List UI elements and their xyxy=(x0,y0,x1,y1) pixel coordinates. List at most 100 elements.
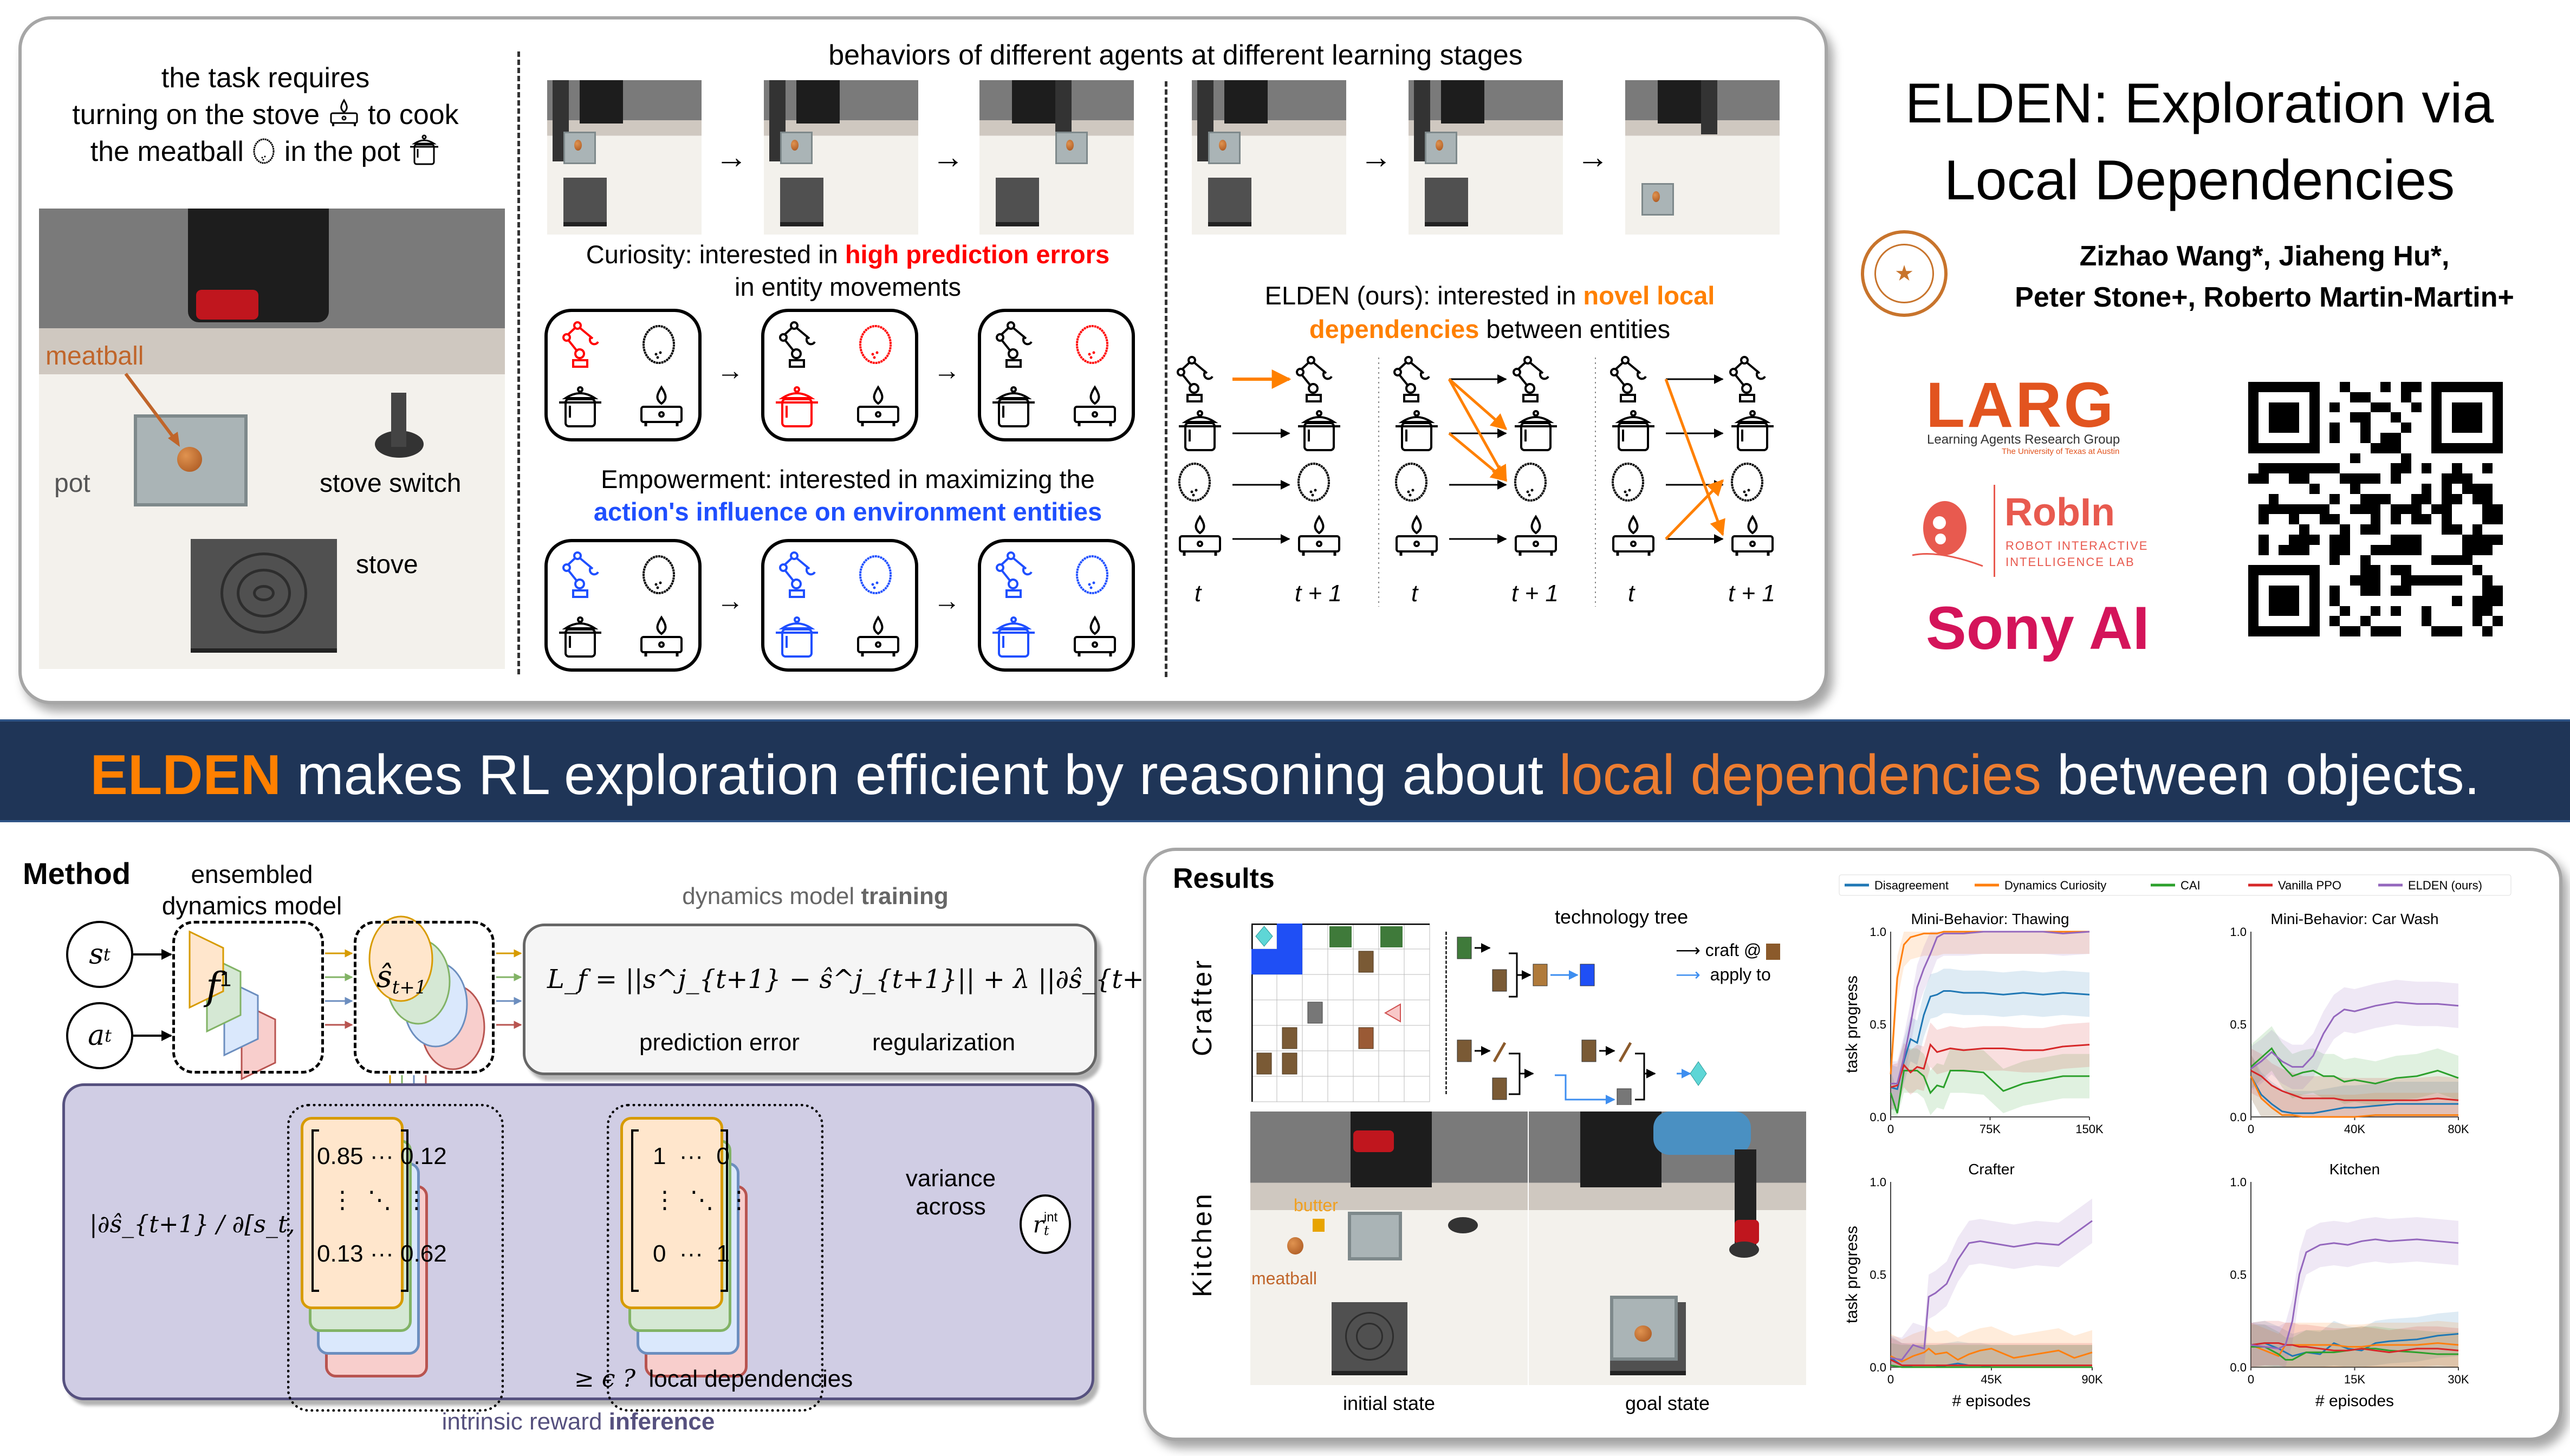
robot-gripper xyxy=(196,290,258,320)
pot-icon xyxy=(556,385,605,431)
authors-line1: Zizhao Wang*, Jiaheng Hu*, xyxy=(2079,240,2450,272)
agents-divider xyxy=(1165,81,1167,677)
stove-switch-image xyxy=(1729,1242,1759,1258)
ut-austin-seal-logo: ★ xyxy=(1861,230,1948,317)
craft-legend: ⟶ craft @ xyxy=(1676,940,1781,960)
crafting-table-tile xyxy=(1358,1027,1374,1049)
series-band xyxy=(1891,1326,2092,1367)
matrix1-row3: 0.13 ··· 0.62 xyxy=(317,1240,447,1267)
goal-state-label: goal state xyxy=(1625,1392,1710,1414)
player-agent-icon[interactable] xyxy=(1384,1003,1401,1023)
meatball-icon xyxy=(1731,463,1763,502)
robin-logo: RobIn ROBOT INTERACTIVE INTELLIGENCE LAB xyxy=(1907,485,2162,582)
x-tick-label: 150K xyxy=(2075,1122,2104,1136)
stone-icon xyxy=(1617,1088,1632,1105)
crafter-row-label: Crafter xyxy=(1187,958,1217,1056)
y-tick-label: 0.0 xyxy=(1870,1361,1886,1374)
time-t-label: t xyxy=(1411,580,1419,607)
tree-tile xyxy=(1282,1052,1297,1075)
kitchen-initial-state-image: butter meatball xyxy=(1250,1112,1528,1385)
stove-icon xyxy=(1396,515,1438,556)
kitchen-goal-state-image xyxy=(1529,1112,1806,1385)
time-t-label: t xyxy=(1195,580,1202,607)
water-tile xyxy=(1251,949,1277,974)
stove-icon xyxy=(1612,515,1654,556)
series-line-vanilla-ppo xyxy=(1890,1358,2092,1367)
series-line-cai xyxy=(2251,1346,2458,1361)
x-tick-label: 0 xyxy=(2248,1373,2254,1386)
inference-label-bold: inference xyxy=(608,1408,715,1435)
robot-arm-icon xyxy=(778,550,821,602)
robot-arm-image xyxy=(1653,1112,1751,1155)
butter-image xyxy=(1313,1219,1325,1232)
elden-highlight-2: dependencies xyxy=(1309,315,1479,343)
reward-superscript: int xyxy=(1043,1210,1058,1225)
series-band xyxy=(1891,1198,2092,1367)
x-tick-label: 0 xyxy=(2248,1122,2254,1136)
entity-state-box xyxy=(761,309,918,441)
crafting-table-icon xyxy=(1766,943,1781,960)
key-message-highlight: local dependencies xyxy=(1559,744,2042,807)
matrix1-dots: ⋮ ⋱ ⋮ xyxy=(330,1187,429,1213)
stove-switch-image xyxy=(1448,1217,1478,1233)
pot-icon xyxy=(408,134,440,167)
training-label: dynamics model training xyxy=(525,883,1105,910)
key-message-text-1: makes RL exploration efficient by reason… xyxy=(281,744,1559,807)
pot-image xyxy=(1348,1212,1402,1260)
next-stage-arrow-icon: → xyxy=(933,355,960,386)
time-t1-label: t + 1 xyxy=(1295,580,1342,607)
y-axis-label: task progress xyxy=(1843,976,1861,1073)
stove-icon xyxy=(1070,615,1119,661)
stove-icon xyxy=(854,385,903,431)
qr-code[interactable] xyxy=(2248,382,2503,636)
robot-arm-icon xyxy=(1610,356,1647,402)
meatball-icon xyxy=(856,553,894,599)
crafter-map-image xyxy=(1251,924,1430,1102)
legend-entry: Dynamics Curiosity xyxy=(2004,879,2106,892)
apply-legend-label: apply to xyxy=(1710,965,1771,984)
task-line-2a: turning on the stove xyxy=(72,99,320,131)
kitchen-scene-image: meatball pot stove switch stove xyxy=(39,209,505,669)
local-dependency-arrow xyxy=(1448,378,1508,430)
variance-label-1: variance xyxy=(905,1165,996,1192)
matrix2-dots: ⋮ ⋱ ⋮ xyxy=(653,1187,751,1213)
kitchen-row-label: Kitchen xyxy=(1187,1192,1217,1297)
time-t-label: t xyxy=(1628,580,1636,607)
key-message-text-2: between objects. xyxy=(2041,744,2480,807)
y-tick-label: 1.0 xyxy=(2230,1175,2247,1189)
series-line-disagreement xyxy=(1890,990,2090,1090)
shat-subscript: t+1 xyxy=(392,977,427,999)
pot-label: pot xyxy=(54,469,90,498)
reward-subscript: t xyxy=(1043,1223,1049,1238)
robot-arm-icon xyxy=(1177,356,1213,402)
empowerment-caption-line1: Empowerment: interested in maximizing th… xyxy=(601,465,1095,493)
meatball-icon xyxy=(1395,463,1427,502)
x-tick-label: 0 xyxy=(1887,1122,1894,1136)
x-tick-label: 0 xyxy=(1887,1373,1894,1386)
wood-icon xyxy=(1581,1039,1596,1062)
authors: Zizhao Wang*, Jiaheng Hu*, Peter Stone+,… xyxy=(1961,236,2568,318)
larg-subtitle-2: The University of Texas at Austin xyxy=(2002,447,2120,456)
f1-label: f1 xyxy=(206,964,231,1009)
matrix-bracket xyxy=(311,1129,319,1292)
robot-gripper xyxy=(1353,1130,1394,1152)
section-divider xyxy=(517,51,520,674)
x-tick-label: 40K xyxy=(2344,1122,2365,1136)
combine-bracket xyxy=(1509,1052,1528,1095)
matrix2-row1: 1 ··· 0 xyxy=(653,1143,730,1169)
action-symbol: a xyxy=(88,1019,105,1052)
series-band xyxy=(2251,1321,2458,1367)
meatball-label: meatball xyxy=(46,342,144,370)
water-tile xyxy=(1277,949,1302,974)
meatball-image xyxy=(177,447,202,472)
local-dependency-arrow xyxy=(1664,379,1725,536)
entity-state-box xyxy=(761,539,918,672)
x-tick-label: 75K xyxy=(1980,1122,2001,1136)
stove-icon xyxy=(328,99,368,131)
series-band xyxy=(1891,1337,2092,1367)
y-tick-label: 0.5 xyxy=(1870,1018,1886,1031)
reward-symbol: r xyxy=(1033,1211,1044,1238)
